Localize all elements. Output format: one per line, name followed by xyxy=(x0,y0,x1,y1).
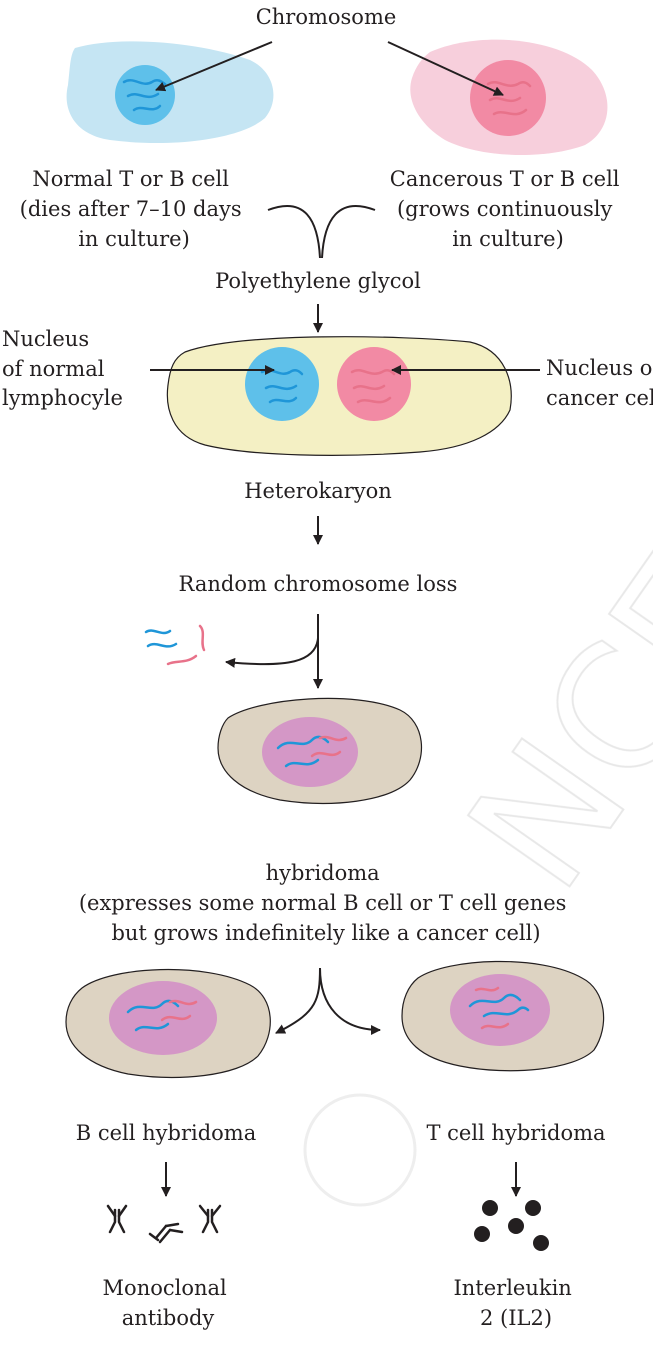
loss-arrow-curve xyxy=(225,637,319,668)
antibody-icon-2 xyxy=(148,1222,184,1244)
cancer-nucleus xyxy=(470,60,546,136)
heterokaryon-cancer-nucleus xyxy=(337,347,411,421)
t-cell-hybridoma-label: T cell hybridoma xyxy=(426,1121,605,1145)
nucleus-cancer-label: Nucleus of cancer cell xyxy=(546,356,653,410)
monoclonal-label: Monoclonal antibody xyxy=(103,1276,234,1330)
heterokaryon-cell xyxy=(166,336,512,456)
chromosome-arrow-right xyxy=(387,41,504,96)
interleukin-label: Interleukin 2 (IL2) xyxy=(453,1276,578,1330)
chromosome-pink xyxy=(486,81,532,116)
heterokaryon-normal-nucleus xyxy=(245,347,319,421)
split-connector xyxy=(281,967,380,1030)
chromosome-loss-label: Random chromosome loss xyxy=(179,572,458,596)
heterokaryon-label: Heterokaryon xyxy=(244,479,392,503)
chromosome-label: Chromosome xyxy=(256,5,397,29)
interleukin-dots xyxy=(474,1200,549,1251)
normal-cell xyxy=(66,41,274,144)
b-cell-hybridoma-label: B cell hybridoma xyxy=(76,1121,257,1145)
cancer-cell xyxy=(410,39,608,156)
b-cell-hybridoma xyxy=(65,968,271,1078)
t-cell-hybridoma xyxy=(401,960,605,1072)
hybridoma-cell xyxy=(217,697,423,804)
normal-cell-label: Normal T or B cell (dies after 7–10 days… xyxy=(20,167,249,251)
fusion-connector xyxy=(267,204,376,259)
peg-label: Polyethylene glycol xyxy=(215,269,421,293)
hybridoma-nucleus xyxy=(262,717,358,787)
lost-chromosomes xyxy=(144,624,206,666)
chromosome-arrow-left xyxy=(155,41,273,92)
normal-nucleus xyxy=(115,65,175,125)
hybridoma-label: hybridoma (expresses some normal B cell … xyxy=(79,861,573,945)
antibody-icons xyxy=(106,1204,222,1244)
antibody-icon-1 xyxy=(106,1204,128,1234)
cancer-cell-label: Cancerous T or B cell (grows continuousl… xyxy=(390,167,626,251)
antibody-icon-3 xyxy=(198,1204,222,1234)
nucleus-normal-label: Nucleus of normal lymphocyle xyxy=(2,327,123,410)
